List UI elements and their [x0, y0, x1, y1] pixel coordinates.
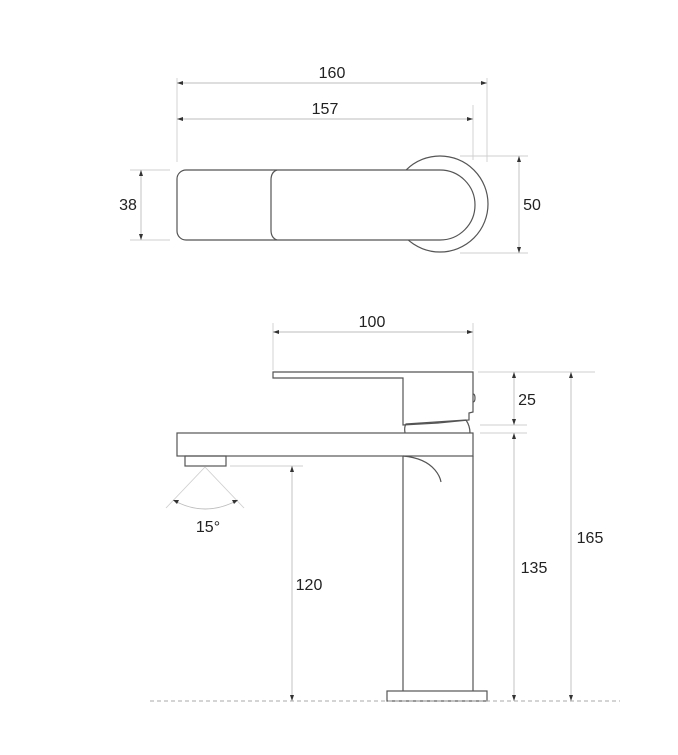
dim-label-overall-height: 165: [577, 530, 604, 547]
dim-label-overall-length: 160: [319, 65, 346, 82]
dim-label-body-height: 135: [521, 560, 548, 577]
spout-curve: [402, 455, 442, 483]
dim-label-spout-angle: 15°: [196, 519, 220, 536]
dim-label-handle-length: 157: [312, 101, 339, 118]
dim-label-spout-clearance: 120: [296, 577, 323, 594]
aerator: [184, 455, 227, 467]
top-view: 160 157 38 50: [119, 65, 541, 254]
dim-label-handle-height: 25: [518, 392, 536, 409]
side-view: 100 25 135 165 120 15°: [150, 314, 620, 702]
base-plate: [386, 690, 488, 702]
lever-split-line: [270, 169, 278, 241]
handle-side: [272, 371, 474, 426]
dim-label-base-diameter: 50: [523, 197, 541, 214]
angle-arc: [172, 499, 239, 510]
dim-label-handle-width: 38: [119, 197, 137, 214]
collar: [404, 419, 471, 434]
dim-label-side-handle-length: 100: [359, 314, 386, 331]
lever-outline-top: [176, 169, 476, 241]
spout-arm: [176, 432, 474, 457]
